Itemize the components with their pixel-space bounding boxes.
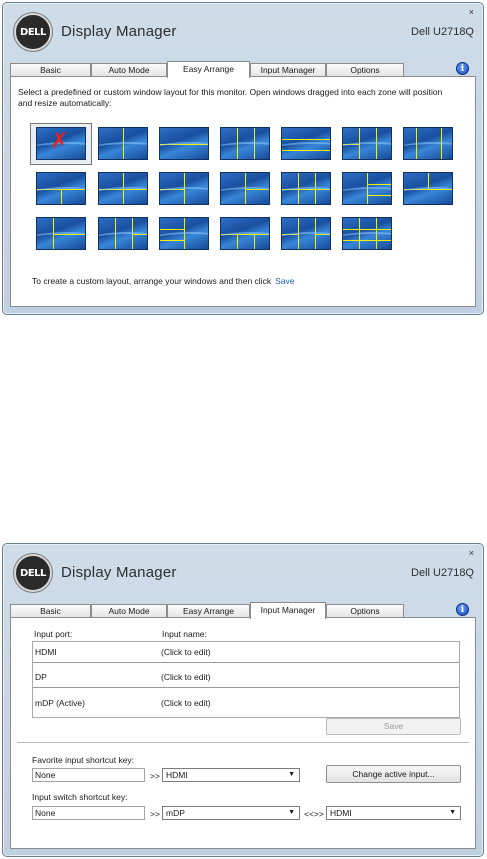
favorite-shortcut-label: Favorite input shortcut key: [32, 755, 135, 765]
info-icon[interactable]: i [456, 62, 469, 75]
dell-logo: DELL [14, 554, 52, 592]
custom-layout-hint: To create a custom layout, arrange your … [32, 276, 294, 286]
input-port: DP [35, 672, 47, 682]
layout-bottom-plus-2[interactable] [403, 172, 453, 205]
tab-options[interactable]: Options [326, 604, 404, 618]
chevron-label: >> [150, 809, 160, 819]
layout-3-columns[interactable] [220, 127, 270, 160]
no-layout-x-icon: ✗ [50, 129, 69, 154]
switch-input-b-value: HDMI [330, 808, 352, 818]
tab-easy-arrange[interactable]: Easy Arrange [167, 61, 250, 78]
layout-3-rows[interactable] [281, 127, 331, 160]
display-manager-window-input-manager: DELL Display Manager Dell U2718Q × Basic… [2, 543, 484, 857]
title-bar: DELL Display Manager Dell U2718Q × [3, 544, 483, 602]
tab-input-manager[interactable]: Input Manager [250, 602, 326, 619]
layout-3-cols-split[interactable] [98, 217, 148, 250]
save-button[interactable]: Save [326, 718, 461, 735]
input-name-edit[interactable]: (Click to edit) [161, 698, 211, 708]
layout-2-columns[interactable] [98, 127, 148, 160]
col-input-name: Input name: [162, 629, 207, 639]
layout-quad[interactable] [98, 172, 148, 205]
layout-left-plus-top[interactable] [36, 217, 86, 250]
input-row-mdp[interactable]: mDP (Active) (Click to edit) [33, 693, 459, 714]
tab-options[interactable]: Options [326, 63, 404, 77]
input-name-edit[interactable]: (Click to edit) [161, 672, 211, 682]
save-custom-layout-link[interactable]: Save [275, 276, 295, 286]
layout-center-plus-4[interactable] [281, 217, 331, 250]
switch-shortcut-input[interactable]: None [32, 806, 145, 820]
custom-layout-hint-text: To create a custom layout, arrange your … [32, 276, 272, 286]
layout-left-3-plus[interactable] [159, 217, 209, 250]
monitor-model: Dell U2718Q [411, 26, 474, 38]
input-list: HDMI (Click to edit) DP (Click to edit) … [32, 641, 460, 718]
chevron-label: >> [150, 771, 160, 781]
dropdown-arrow-icon: ▼ [449, 809, 456, 816]
layout-2-rows[interactable] [159, 127, 209, 160]
input-name-edit[interactable]: (Click to edit) [161, 647, 211, 657]
layout-left-plus-2[interactable] [342, 127, 392, 160]
easy-arrange-instructions: Select a predefined or custom window lay… [18, 87, 443, 108]
tab-basic[interactable]: Basic [10, 604, 91, 618]
info-icon[interactable]: i [456, 603, 469, 616]
dell-logo: DELL [14, 13, 52, 51]
tab-auto-mode[interactable]: Auto Mode [91, 604, 167, 618]
tab-input-manager[interactable]: Input Manager [250, 63, 326, 77]
layout-left-split[interactable] [159, 172, 209, 205]
input-row-hdmi[interactable]: HDMI (Click to edit) [33, 642, 459, 663]
favorite-input-value: HDMI [166, 770, 188, 780]
change-active-input-button[interactable]: Change active input... [326, 765, 461, 783]
switch-input-a-value: mDP [166, 808, 185, 818]
layout-top-plus-3[interactable] [220, 217, 270, 250]
tab-auto-mode[interactable]: Auto Mode [91, 63, 167, 77]
close-icon[interactable]: × [468, 548, 474, 558]
layout-right-split[interactable] [220, 172, 270, 205]
swap-label: <<>> [304, 809, 324, 819]
layout-right-plus-3[interactable] [342, 172, 392, 205]
input-manager-panel: Input port: Input name: HDMI (Click to e… [10, 617, 476, 849]
dropdown-arrow-icon: ▼ [288, 771, 295, 778]
tab-basic[interactable]: Basic [10, 63, 91, 77]
title-bar: DELL Display Manager Dell U2718Q × [3, 3, 483, 61]
app-title: Display Manager [61, 564, 177, 581]
switch-shortcut-label: Input switch shortcut key: [32, 792, 128, 802]
input-row-dp[interactable]: DP (Click to edit) [33, 667, 459, 688]
monitor-model: Dell U2718Q [411, 567, 474, 579]
display-manager-window-easy-arrange: DELL Display Manager Dell U2718Q × Basic… [2, 2, 484, 315]
app-title: Display Manager [61, 23, 177, 40]
layout-center-wide[interactable] [403, 127, 453, 160]
dropdown-arrow-icon: ▼ [288, 809, 295, 816]
layout-none[interactable]: ✗ [36, 127, 86, 160]
input-port: HDMI [35, 647, 57, 657]
layout-top-plus-2[interactable] [36, 172, 86, 205]
input-port: mDP (Active) [35, 698, 85, 708]
section-divider [17, 742, 469, 743]
col-input-port: Input port: [34, 629, 73, 639]
switch-input-select-a[interactable]: mDP ▼ [162, 806, 300, 820]
layout-9-grid[interactable] [342, 217, 392, 250]
switch-input-select-b[interactable]: HDMI ▼ [326, 806, 461, 820]
favorite-shortcut-input[interactable]: None [32, 768, 145, 782]
easy-arrange-panel: Select a predefined or custom window lay… [10, 76, 476, 307]
favorite-input-select[interactable]: HDMI ▼ [162, 768, 300, 782]
tab-easy-arrange[interactable]: Easy Arrange [167, 604, 250, 618]
close-icon[interactable]: × [468, 7, 474, 17]
layout-6-grid[interactable] [281, 172, 331, 205]
